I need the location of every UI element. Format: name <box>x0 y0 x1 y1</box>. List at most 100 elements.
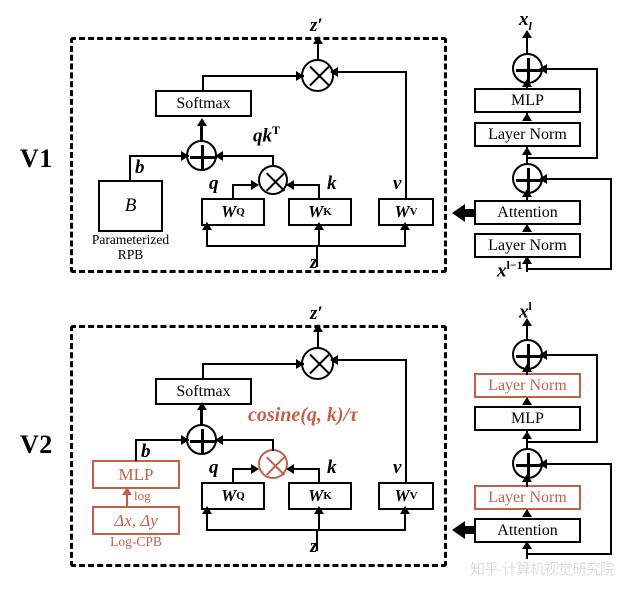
v1-qk-up-line <box>271 155 274 167</box>
v2-z-bus-line <box>206 529 406 532</box>
v2-add-op <box>186 424 217 455</box>
v2-layer-attention-label: Attention <box>497 521 558 539</box>
v1-wq-sup: Q <box>236 206 245 218</box>
v2-qk-into-add-arrow <box>215 434 223 445</box>
v2-z-in-label: z <box>310 536 318 557</box>
watermark-text: 知乎·计算机视觉研究院 <box>470 561 615 578</box>
v2-layer-attention: Attention <box>474 518 581 543</box>
v1-skip-bottom-arrow <box>539 173 547 184</box>
v2-softmax-right-line <box>202 363 304 366</box>
v2-logcpb-mlp-box: MLP <box>92 460 180 489</box>
v2-mlp-to-ln1-arrow <box>522 397 532 405</box>
v1-residual-add-bottom <box>512 163 543 194</box>
v1-q-right-line <box>232 184 257 187</box>
v1-layer-norm-1-label: Layer Norm <box>488 125 567 143</box>
v1-bias-caption-line1: Parameterized <box>91 232 170 247</box>
v2-z-to-wv-line <box>404 512 407 530</box>
v1-k-into-mul-arrow <box>286 179 294 190</box>
v2-zout-stem <box>316 330 319 348</box>
v1-layer-norm-2: Layer Norm <box>474 233 581 258</box>
v1-in-stem <box>526 258 529 272</box>
v2-q-up-line <box>232 468 235 483</box>
v2-layer-norm-2: Layer Norm <box>474 485 581 510</box>
v2-v-into-outmul-arrow <box>330 354 338 365</box>
v2-z-to-wv-arrow <box>400 506 410 514</box>
v2-out-arrow <box>522 318 532 326</box>
v2-skip-bottom-vertical <box>610 463 613 555</box>
v1-add-op <box>186 140 217 171</box>
v1-ln2-to-attn-arrow <box>522 224 532 232</box>
v2-softmax-label: Softmax <box>176 382 231 400</box>
v2-qk-up-line <box>271 439 274 451</box>
v2-cosine-multiply-op <box>258 449 288 479</box>
v2-attn-to-ln2-arrow <box>522 509 532 517</box>
v2-skip-bottom-arrow <box>539 458 547 469</box>
v1-out-stem <box>526 36 529 54</box>
v1-z-bus-line <box>206 245 406 248</box>
v2-similarity-label: cosine(q, k)/τ <box>248 404 358 426</box>
v2-skip-top-horizontal <box>545 354 598 357</box>
v2-b-into-add-arrow <box>181 434 189 445</box>
v1-v-label: v <box>393 173 402 194</box>
v2-ln2-to-add-line <box>526 477 529 487</box>
v2-in-stem <box>526 543 529 559</box>
v1-in-arrow <box>522 256 532 264</box>
v2-zout-arrowhead <box>312 324 323 332</box>
v1-ln1-to-mlp-arrow <box>522 113 532 121</box>
v1-out-arrow <box>522 30 532 38</box>
v1-skip-bottom-horizontal <box>545 178 612 181</box>
v2-k-left-line <box>292 468 320 471</box>
v1-layer-mlp-label: MLP <box>511 91 544 109</box>
v1-bias-box: B <box>98 180 163 232</box>
v2-softmax-into-mul-arrow <box>296 358 304 369</box>
v2-skip-top-arrow <box>539 349 547 360</box>
v2-logcpb-delta-box: Δx, Δy <box>92 506 180 535</box>
v1-softmax-label: Softmax <box>176 94 231 112</box>
v1-skip-top-arrow <box>539 63 547 74</box>
v1-block-top-label: xl <box>519 9 532 33</box>
v1-qk-left-line <box>222 155 274 158</box>
v1-add-to-softmax-line <box>200 124 203 141</box>
v1-wq-label: W <box>221 202 237 221</box>
v1-ln1-in-arrow <box>522 147 532 155</box>
v2-add-to-softmax-line <box>200 408 203 425</box>
v1-skip-bottom-vertical <box>610 178 613 270</box>
v2-layer-norm-2-label: Layer Norm <box>488 488 567 506</box>
v2-skip-top-vertical <box>596 354 599 442</box>
v1-layer-attention-label: Attention <box>497 203 558 221</box>
v1-v-left-line <box>336 71 407 74</box>
v2-logcpb-log-label: log <box>134 488 151 503</box>
version-label-v1: V1 <box>20 144 53 173</box>
v1-qk-multiply-op <box>258 165 288 195</box>
v1-k-label: k <box>327 173 337 194</box>
v1-b-up-line <box>129 155 132 181</box>
v2-v-label: v <box>393 457 402 478</box>
v2-wq-label: W <box>221 486 237 505</box>
v2-in-arrow <box>522 541 532 549</box>
v1-z-to-wk-arrow <box>314 222 324 230</box>
v1-attn-to-add-arrow <box>522 189 532 197</box>
v2-logcpb-log-arrow <box>122 487 132 495</box>
v1-z-in-label: z <box>310 252 318 273</box>
v1-qk-into-add-arrow <box>215 150 223 161</box>
v1-similarity-label: qkT <box>253 123 281 147</box>
v1-v-into-outmul-arrow <box>330 66 338 77</box>
v1-mlp-to-add-line <box>526 82 529 90</box>
v2-skip-top-tap <box>526 441 598 444</box>
v1-bias-caption-line2: RPB <box>117 247 144 262</box>
v2-z-to-wq-line <box>206 512 209 530</box>
v1-softmax-box: Softmax <box>155 90 252 117</box>
v1-wv-label: W <box>394 202 410 221</box>
v2-q-right-line <box>232 468 257 471</box>
version-label-v2: V2 <box>20 430 53 459</box>
v2-wv-sup: V <box>409 490 418 502</box>
v2-qk-left-line <box>222 439 274 442</box>
v1-skip-top-vertical <box>596 68 599 158</box>
v2-out-stem <box>526 324 529 340</box>
v2-softmax-up-line <box>202 363 205 378</box>
